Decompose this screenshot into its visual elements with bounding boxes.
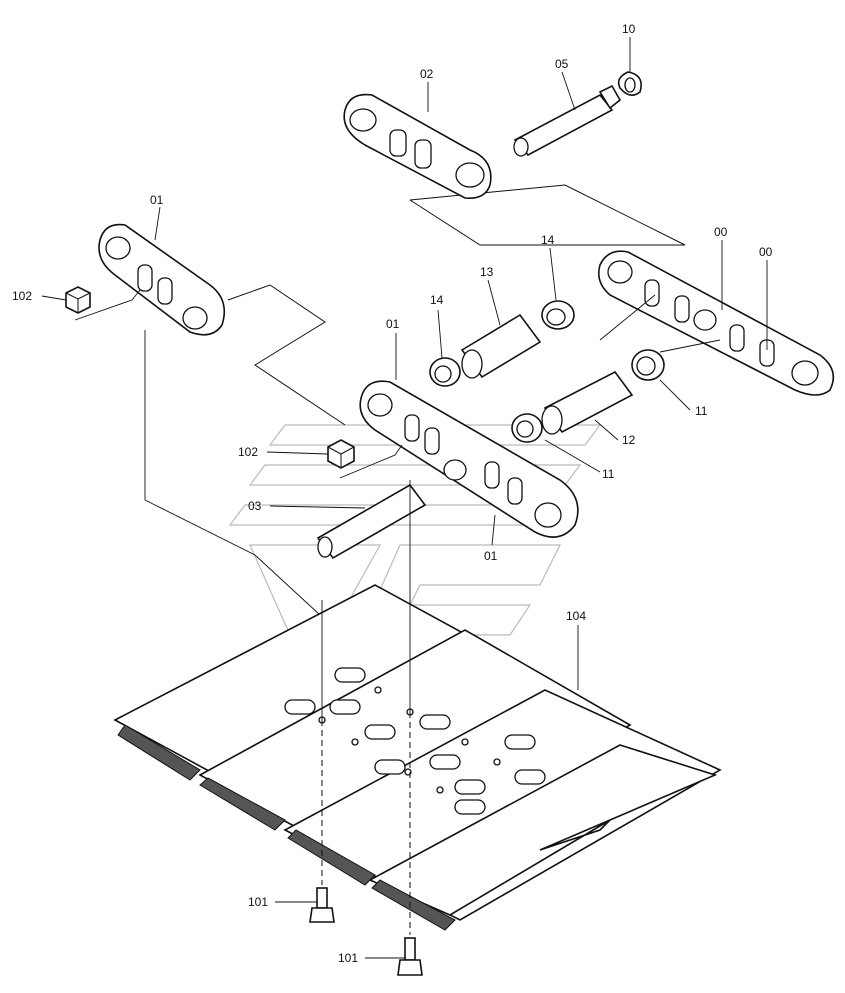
track-shoes-104 — [113, 584, 722, 931]
bolt-center-lines — [321, 480, 411, 935]
leader-lines — [41, 37, 768, 959]
callout-10: 10 — [622, 22, 636, 36]
assembly-guide-lines — [144, 184, 686, 616]
bushing-12 — [541, 370, 634, 435]
callout-00-a: 00 — [714, 225, 728, 239]
link-01-middle — [359, 380, 579, 538]
callout-101-upper: 101 — [248, 895, 268, 909]
link-01-left — [98, 223, 226, 336]
seal-11-lower — [511, 413, 543, 443]
callout-102-middle: 102 — [238, 445, 258, 459]
callout-01-middle: 01 — [386, 317, 400, 331]
seal-14-upper — [541, 300, 575, 330]
callout-12: 12 — [622, 433, 636, 447]
callout-13: 13 — [480, 265, 494, 279]
nut-102-middle — [327, 439, 355, 469]
bushing-13 — [460, 313, 542, 379]
bolt-101-upper — [309, 887, 335, 923]
seal-11-upper — [631, 349, 665, 381]
link-02 — [343, 93, 492, 200]
bolt-101-lower — [397, 937, 423, 976]
callout-01-left: 01 — [150, 193, 164, 207]
callout-03: 03 — [248, 499, 262, 513]
pin-05 — [513, 84, 622, 157]
callout-104: 104 — [566, 609, 586, 623]
callout-14-lower: 14 — [430, 293, 444, 307]
seal-14-lower — [429, 357, 461, 387]
callout-00-b: 00 — [759, 245, 773, 259]
callout-101-lower: 101 — [338, 951, 358, 965]
callout-11-lower: 11 — [602, 467, 615, 481]
callout-102-left: 102 — [12, 289, 32, 303]
callout-02: 02 — [420, 67, 434, 81]
callout-labels: 10 05 02 01 102 13 14 14 01 00 00 11 12 … — [12, 22, 773, 965]
snap-ring-10 — [617, 71, 642, 96]
callout-05: 05 — [555, 57, 569, 71]
link-00-right — [597, 250, 835, 396]
pin-03 — [316, 483, 427, 560]
callout-11-upper: 11 — [695, 404, 708, 418]
callout-14-upper: 14 — [541, 233, 555, 247]
nut-102-left — [65, 286, 91, 314]
callout-01-lower: 01 — [484, 549, 498, 563]
